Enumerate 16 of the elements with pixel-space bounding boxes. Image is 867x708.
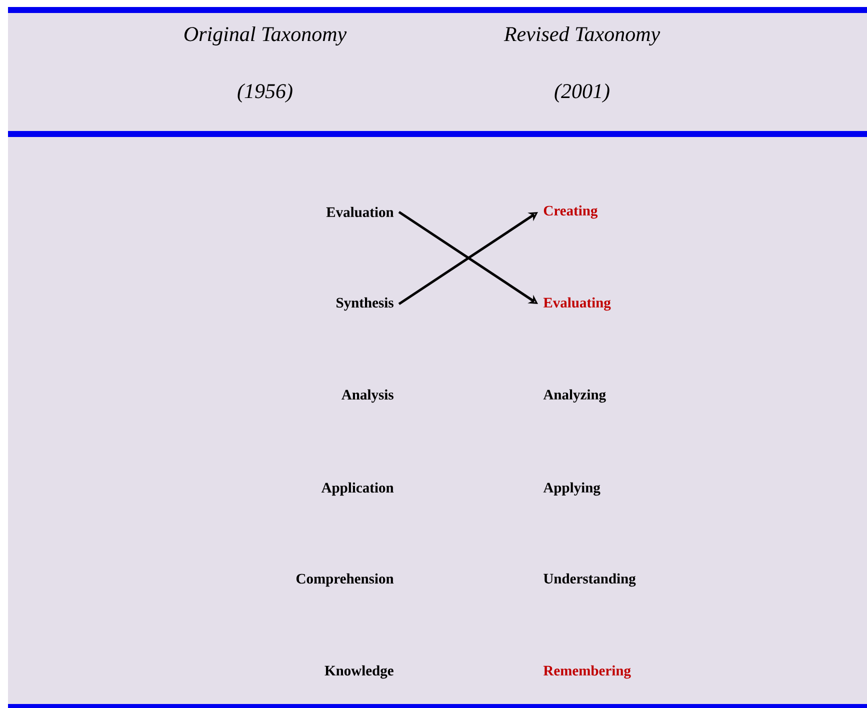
- header-text: (2001): [554, 83, 610, 103]
- term-text: Evaluation: [326, 206, 394, 218]
- term-text: Analysis: [342, 389, 394, 403]
- term-text: Applying: [543, 482, 600, 496]
- term-text: Analyzing: [543, 389, 606, 403]
- term-text: Synthesis: [336, 297, 394, 311]
- term-text: Knowledge: [324, 665, 394, 679]
- term-text: Understanding: [544, 573, 636, 587]
- header-text: Revised Taxonomy: [504, 26, 660, 46]
- term-text: Remembering: [543, 665, 631, 679]
- header-text: (1956): [238, 83, 292, 103]
- header-text: Original Taxonomy: [184, 26, 347, 46]
- term-text: Application: [321, 482, 394, 496]
- term-text: Creating: [544, 205, 598, 219]
- term-text: Evaluating: [543, 297, 611, 311]
- term-text: Comprehension: [296, 573, 394, 587]
